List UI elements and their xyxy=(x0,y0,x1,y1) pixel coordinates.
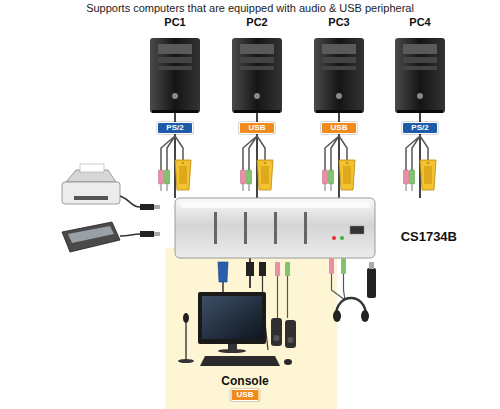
computer-tower: PC4 xyxy=(393,16,447,113)
audio-plug xyxy=(285,262,290,276)
microphone-base xyxy=(178,359,194,363)
port-slot xyxy=(304,212,307,244)
usb-plug xyxy=(140,204,154,210)
usb-plug-tip xyxy=(154,205,160,209)
plug-set xyxy=(159,136,192,191)
scanner-body xyxy=(62,222,120,252)
speaker-cone xyxy=(274,335,280,341)
computer-illustration xyxy=(232,38,282,113)
audio-cable xyxy=(332,274,346,300)
port-badge: USB xyxy=(321,122,357,134)
printer-slot xyxy=(74,196,108,200)
speaker-cone xyxy=(288,337,294,343)
plug-set xyxy=(323,136,356,191)
usb-cable xyxy=(120,196,140,207)
microphone-head xyxy=(183,313,189,323)
pc-label: PC4 xyxy=(393,16,447,28)
usb-port xyxy=(350,226,364,234)
computer-tower: PC3 xyxy=(312,16,366,113)
vga-connector xyxy=(218,262,228,282)
monitor-base xyxy=(218,349,246,353)
usb-plug xyxy=(140,231,154,237)
usb-plug xyxy=(259,262,266,276)
status-led xyxy=(332,236,336,240)
port-badge: PS/2 xyxy=(402,122,438,134)
diagram-title: Supports computers that are equipped wit… xyxy=(0,2,500,14)
keyboard xyxy=(200,356,280,366)
monitor-frame xyxy=(198,292,266,344)
pc-label: PC2 xyxy=(230,16,284,28)
vga-cable xyxy=(222,282,224,292)
printer-paper xyxy=(80,164,104,172)
computer-tower: PC1 xyxy=(148,16,202,113)
scanner-lid xyxy=(68,226,114,243)
port-slot xyxy=(214,212,217,244)
console-band xyxy=(165,248,337,409)
audio-cable xyxy=(278,276,288,318)
headphone-cup xyxy=(361,310,369,322)
printer-body xyxy=(62,182,120,204)
port-slot xyxy=(244,212,247,244)
audio-plug xyxy=(275,262,280,276)
port-badge: PS/2 xyxy=(157,122,193,134)
audio-plug xyxy=(329,258,334,274)
usb-plug xyxy=(246,262,254,276)
model-name: CS1734B xyxy=(401,229,457,244)
monitor-screen xyxy=(202,296,262,339)
microphone-stem xyxy=(185,322,187,360)
speaker xyxy=(271,318,282,346)
console-station: ConsoleUSB xyxy=(190,288,300,408)
port-badge: USB xyxy=(231,389,260,401)
switch-highlight xyxy=(180,202,370,208)
headphone-cup xyxy=(333,310,341,322)
usb-plug-tip xyxy=(154,232,160,236)
mouse xyxy=(284,359,292,365)
computer-illustration xyxy=(395,38,445,113)
console-label: Console xyxy=(190,374,300,388)
port-badge: USB xyxy=(239,122,275,134)
pc-label: PC1 xyxy=(148,16,202,28)
speaker xyxy=(285,320,296,348)
kvm-switch: CS1734B xyxy=(175,198,457,258)
plug-set xyxy=(241,136,274,191)
status-led xyxy=(340,236,344,240)
plug-set xyxy=(404,136,437,191)
switch-body xyxy=(175,198,375,258)
pc-label: PC3 xyxy=(312,16,366,28)
usb-cable xyxy=(120,234,140,236)
computer-illustration xyxy=(150,38,200,113)
port-slot xyxy=(274,212,277,244)
audio-plug xyxy=(341,258,346,274)
computer-illustration xyxy=(314,38,364,113)
computer-tower: PC2 xyxy=(230,16,284,113)
usb-drive xyxy=(367,268,376,298)
usb-drive-tip xyxy=(369,262,374,269)
